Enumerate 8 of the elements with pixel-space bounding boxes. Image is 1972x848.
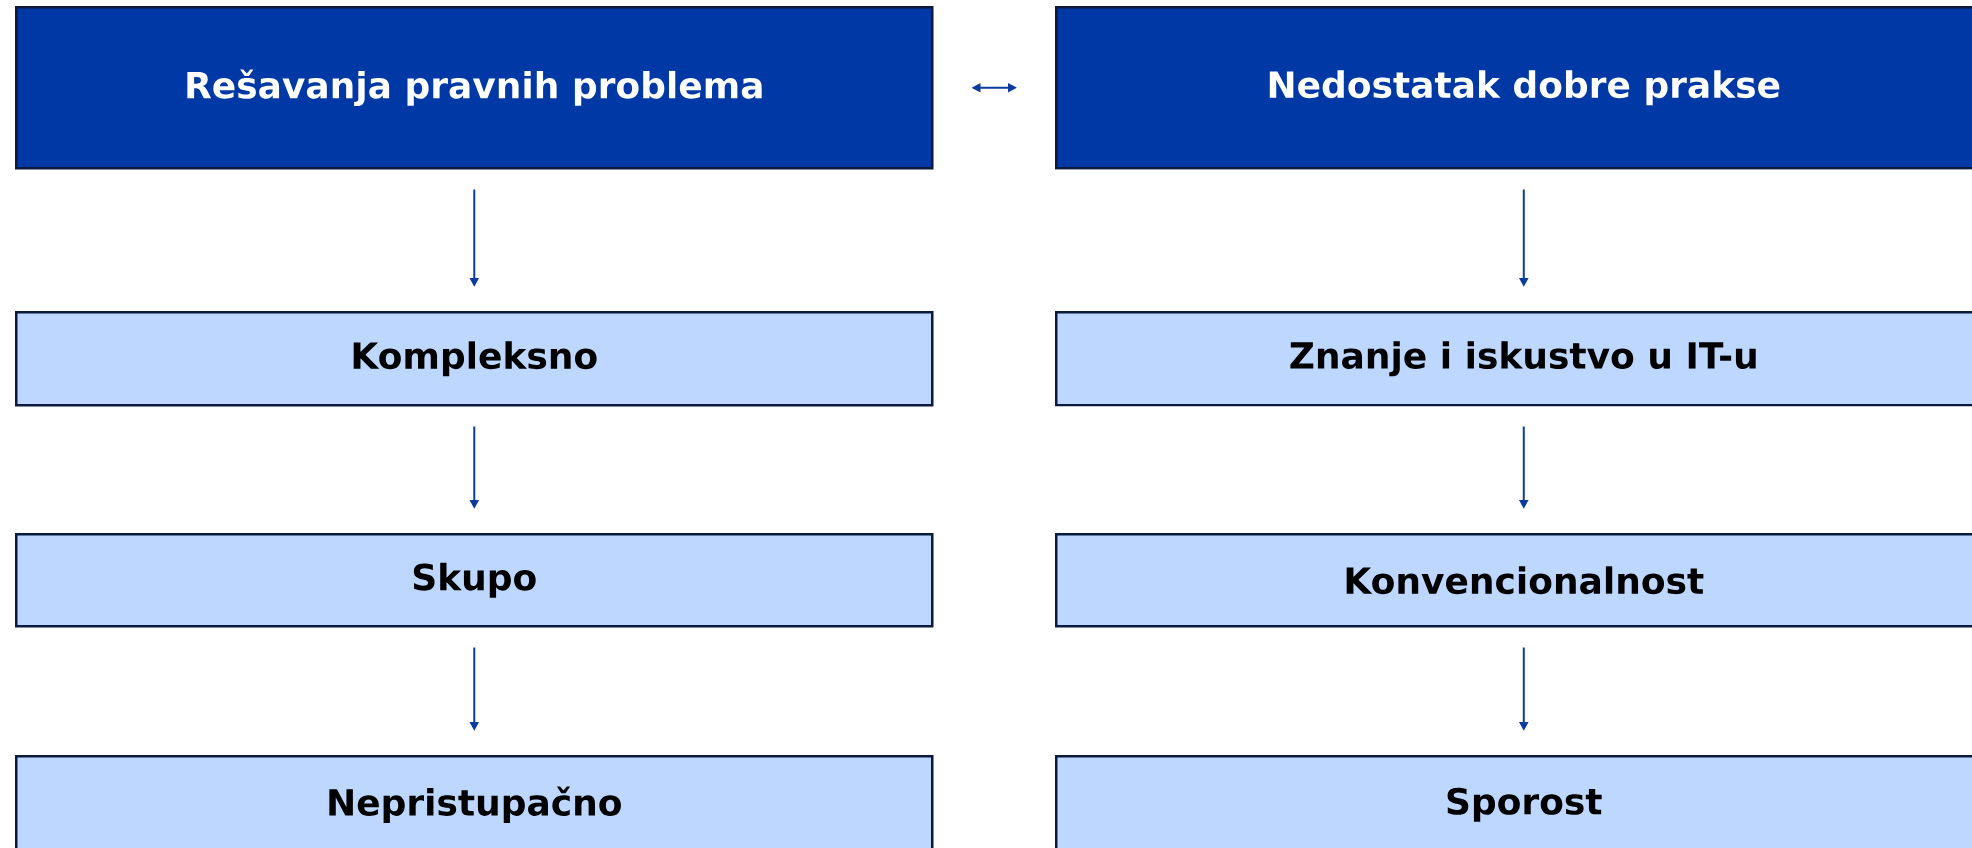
process-box: Kompleksno (15, 311, 934, 407)
process-box: Znanje i iskustvo u IT-u (1055, 311, 1972, 407)
process-box: Sporost (1055, 755, 1972, 848)
process-box: Skupo (15, 533, 934, 628)
process-box: Konvencionalnost (1055, 533, 1972, 628)
heading-box: Rešavanja pravnih problema (15, 6, 934, 170)
heading-box: Nedostatak dobre prakse (1055, 6, 1972, 170)
process-box: Nepristupačno (15, 755, 934, 848)
